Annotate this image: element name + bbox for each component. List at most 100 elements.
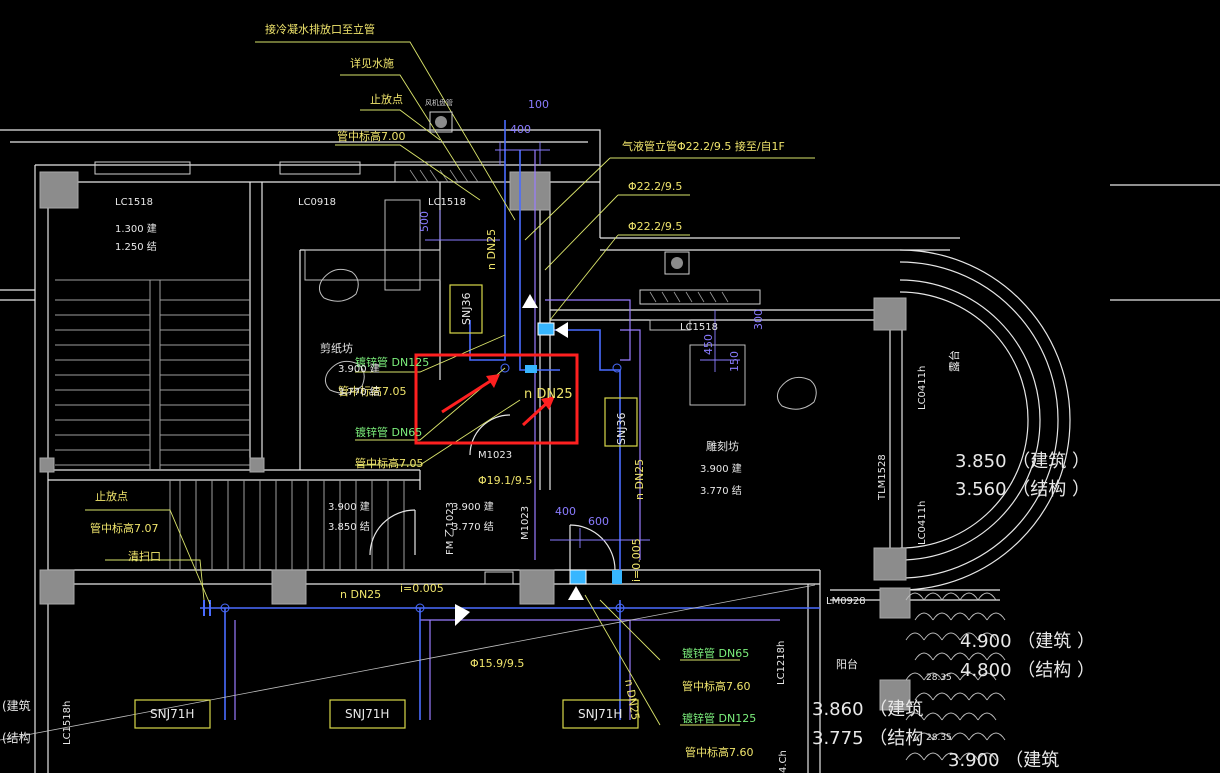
window-lc1518-right: LC1518 xyxy=(680,322,718,333)
room-balcony: 阳台 xyxy=(836,657,858,671)
terrace-tile xyxy=(968,612,988,621)
snj36-unit-b xyxy=(604,397,638,447)
terrace-tile xyxy=(914,732,934,741)
elev-2835-b: 28.35 xyxy=(926,733,952,743)
snj71-unit-a xyxy=(134,699,211,729)
phi15-label: Φ15.9/9.5 xyxy=(470,657,524,670)
unit-labels: SNJ36 SNJ36 SNJ71H SNJ71H SNJ71H xyxy=(150,293,628,721)
elev-3850-large: 3.850 （建筑 ） xyxy=(955,451,1090,472)
doors xyxy=(369,414,616,585)
dn25-horizontal-label: n DN25 xyxy=(340,588,381,601)
unit-snj36-a-label: SNJ36 xyxy=(460,293,473,325)
terrace-tile xyxy=(959,672,979,681)
elev-1300: 1.300 建 xyxy=(115,222,157,235)
highlight-region xyxy=(414,353,579,445)
terrace-tiles xyxy=(905,592,1006,761)
terrace-tile xyxy=(950,732,970,741)
window-lc1518-top: LC1518 xyxy=(115,197,153,208)
slope-label-top: i=0.005 xyxy=(400,582,444,595)
red-arrow-head-b xyxy=(541,396,555,410)
terrace-tile xyxy=(977,712,997,721)
elev-3770-a: 3.770 结 xyxy=(338,385,380,398)
unit-snj71-b-label: SNJ71H xyxy=(345,707,389,721)
terrace-tile xyxy=(923,632,943,641)
terrace-tile xyxy=(986,652,1006,661)
dim-100: 100 xyxy=(528,98,549,111)
terrace-tile xyxy=(932,652,952,661)
room-labels: LC1518 LC0918 LC1518 LC1518 M1023 M1023 … xyxy=(2,197,1095,773)
pipe-center-707-label: 管中标高7.07 xyxy=(90,521,159,535)
terrace-tile xyxy=(941,592,961,601)
terrace-tile xyxy=(941,632,961,641)
unit-snj71-a-label: SNJ71H xyxy=(150,707,194,721)
terrace-tile xyxy=(977,672,997,681)
phi19-label: Φ19.1/9.5 xyxy=(478,474,532,487)
terrace-tile xyxy=(968,652,988,661)
terrace-tile xyxy=(941,752,961,761)
dim-450: 450 xyxy=(702,334,715,355)
terrace-tile xyxy=(986,692,1006,701)
red-arrow-head-a xyxy=(486,374,500,388)
phi22-label-b: Φ22.2/9.5 xyxy=(628,220,682,233)
elev-3900-d: 3.900 建 xyxy=(700,462,742,475)
elev-3560-large: 3.560 （结构 ） xyxy=(955,479,1090,500)
flow-arrow-up-b xyxy=(568,586,584,600)
terrace-tile xyxy=(923,592,943,601)
terrace-tile xyxy=(932,732,952,741)
window-lc0411-a: LC0411h xyxy=(917,366,928,410)
pipe-center-700-label: 管中标高7.00 xyxy=(337,129,406,143)
dim-400-mid: 400 xyxy=(555,505,576,518)
phi22-label-a: Φ22.2/9.5 xyxy=(628,180,682,193)
terrace-tile xyxy=(932,692,952,701)
dn25-vertical-label-a: n DN25 xyxy=(485,229,498,270)
door-tlm1528: TLM1528 xyxy=(877,454,888,501)
highlight-box xyxy=(414,353,579,445)
elev-3900-bottom: 3.900 （建筑 xyxy=(948,750,1059,771)
steel-dn125-label-a: 镀锌管 DN125 xyxy=(355,355,429,369)
terrace-tile xyxy=(905,632,925,641)
flow-arrow-right xyxy=(455,604,470,626)
dim-300: 300 xyxy=(752,309,765,330)
terrace-tile xyxy=(986,612,1006,621)
red-arrow-shaft-a xyxy=(441,378,493,414)
pipe-center-760-label-a: 管中标高7.60 xyxy=(682,679,751,693)
flow-arrow-left xyxy=(555,322,568,338)
terrace-tile xyxy=(950,612,970,621)
left-build-label: (建筑 xyxy=(2,698,31,713)
terrace-tile xyxy=(959,752,979,761)
elev-2835-a: 28.35 xyxy=(926,673,952,683)
terrace-tile xyxy=(905,712,925,721)
door-fm-label: FM 乙1023 xyxy=(444,502,456,555)
terrace-tile xyxy=(941,712,961,721)
clean-pool-label: 详见水施 xyxy=(350,56,394,70)
steel-dn65-label-a: 镀锌管 DN65 xyxy=(355,425,422,439)
cleanout-label: 清扫口 xyxy=(128,550,161,563)
pipe-center-705-label-a: 管中标高7.05 xyxy=(338,384,407,398)
terrace-tile xyxy=(941,672,961,681)
dimension-lines xyxy=(425,142,740,548)
door-lm0928: LM0928 xyxy=(826,596,866,607)
fan-coil-small-label: 风机盘管 xyxy=(425,98,453,107)
terrace-tile xyxy=(950,652,970,661)
flow-arrow-up-a xyxy=(522,294,538,308)
terrace-tile xyxy=(914,652,934,661)
elev-3900-b: 3.900 建 xyxy=(328,500,370,513)
stop-point-left-label: 止放点 xyxy=(95,489,128,503)
window-lc1518-mid: LC1518 xyxy=(428,197,466,208)
staircase xyxy=(55,279,405,570)
terrace-tile xyxy=(914,612,934,621)
terrace-tile xyxy=(905,592,925,601)
elev-3900-c: 3.900 建 xyxy=(452,500,494,513)
elev-3770-d: 3.770 结 xyxy=(700,484,742,497)
terrace-tile xyxy=(977,632,997,641)
room-sculpture: 雕刻坊 xyxy=(706,439,739,453)
pipe-center-705-label-b: 管中标高7.05 xyxy=(355,456,424,470)
terrace-tile xyxy=(905,752,925,761)
dn25-box-label: n DN25 xyxy=(524,387,573,402)
elev-4900: 4.900 （建筑 ） xyxy=(960,631,1095,652)
terrace-tile xyxy=(932,612,952,621)
terrace-tile xyxy=(950,692,970,701)
unit-snj71-c-label: SNJ71H xyxy=(578,707,622,721)
